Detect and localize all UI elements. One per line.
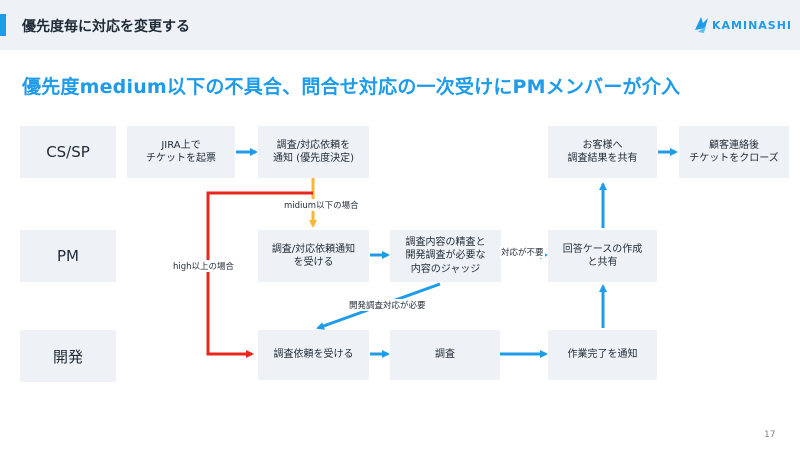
lane-pm: PM	[20, 230, 116, 282]
page-number: 17	[764, 430, 776, 440]
box-notify-done: 作業完了を通知	[548, 330, 657, 380]
kaminashi-logo: KAMINASHI	[692, 14, 791, 36]
box-notify-request: 調査/対応依頼を 通知 (優先度決定)	[258, 126, 369, 178]
label-no-response: 対応が不要	[500, 246, 545, 258]
page-title: 優先度medium以下の不具合、問合せ対応の一次受けにPMメンバーが介入	[22, 76, 681, 98]
box-investigate: 調査	[390, 330, 500, 380]
box-dev-receive: 調査依頼を受ける	[258, 330, 369, 380]
header-accent-bar	[0, 14, 6, 36]
arrow-high-path	[206, 191, 313, 358]
kaminashi-logo-icon	[695, 17, 708, 33]
box-jira-ticket: JIRA上で チケットを起票	[127, 126, 235, 178]
box-pm-judge: 調査内容の精査と 開発調査が必要な 内容のジャッジ	[390, 230, 501, 282]
box-close-ticket: 顧客連絡後 チケットをクローズ	[679, 126, 789, 178]
box-pm-receive: 調査/対応依頼通知 を受ける	[258, 230, 369, 282]
header-bar: 優先度毎に対応を変更する KAMINASHI	[0, 0, 800, 50]
header-title: 優先度毎に対応を変更する	[22, 19, 190, 35]
box-customer-share: お客様へ 調査結果を共有	[548, 126, 657, 178]
lane-dev: 開発	[20, 330, 116, 382]
label-dev-needed: 開発調査対応が必要	[348, 299, 427, 311]
label-high-case: high以上の場合	[172, 260, 236, 272]
lane-cs-sp: CS/SP	[20, 126, 116, 178]
label-medium-case: midium以下の場合	[283, 199, 360, 211]
box-create-answer: 回答ケースの作成 と共有	[548, 230, 657, 282]
logo-text: KAMINASHI	[712, 19, 793, 32]
